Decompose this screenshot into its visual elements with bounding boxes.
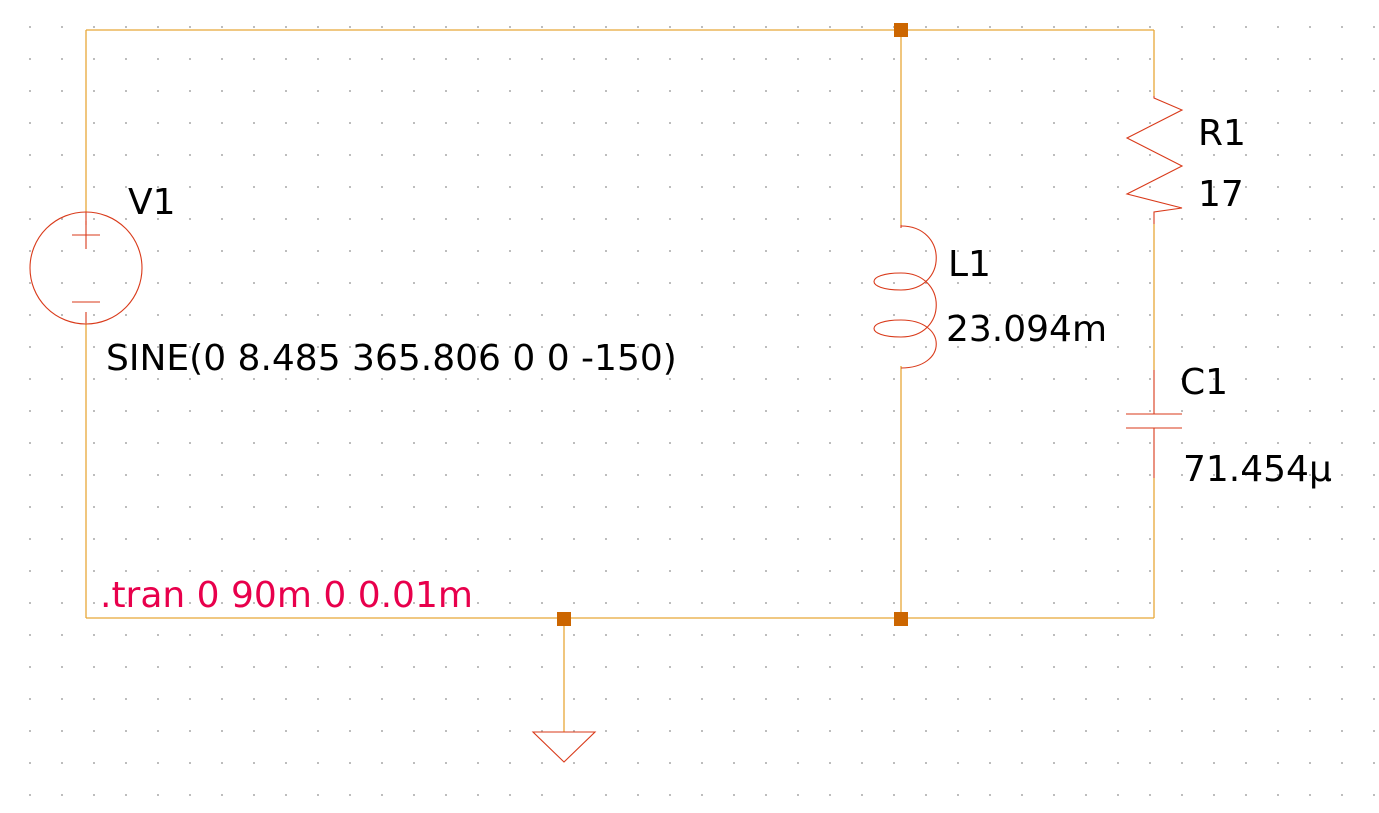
- inductor-l1[interactable]: [873, 225, 937, 369]
- v1-name-label[interactable]: V1: [128, 182, 176, 223]
- r1-value-label[interactable]: 17: [1198, 174, 1244, 215]
- l1-name-label[interactable]: L1: [948, 244, 991, 285]
- l1-value-label[interactable]: 23.094m: [946, 309, 1107, 350]
- c1-name-label[interactable]: C1: [1180, 362, 1228, 403]
- c1-value-label[interactable]: 71.454µ: [1183, 449, 1332, 490]
- r1-name-label[interactable]: R1: [1198, 113, 1246, 154]
- junction-bottom[interactable]: [894, 612, 908, 626]
- junctions: [557, 23, 908, 626]
- junction-top[interactable]: [894, 23, 908, 37]
- tran-directive[interactable]: .tran 0 90m 0 0.01m: [100, 575, 473, 616]
- v1-value-label[interactable]: SINE(0 8.485 365.806 0 0 -150): [106, 338, 677, 379]
- junction-ground[interactable]: [557, 612, 571, 626]
- capacitor-c1[interactable]: [1126, 370, 1182, 478]
- voltage-source-v1[interactable]: [29, 211, 143, 325]
- resistor-r1[interactable]: [1125, 96, 1184, 224]
- wires: [85, 29, 1155, 732]
- ground-symbol[interactable]: [531, 731, 597, 763]
